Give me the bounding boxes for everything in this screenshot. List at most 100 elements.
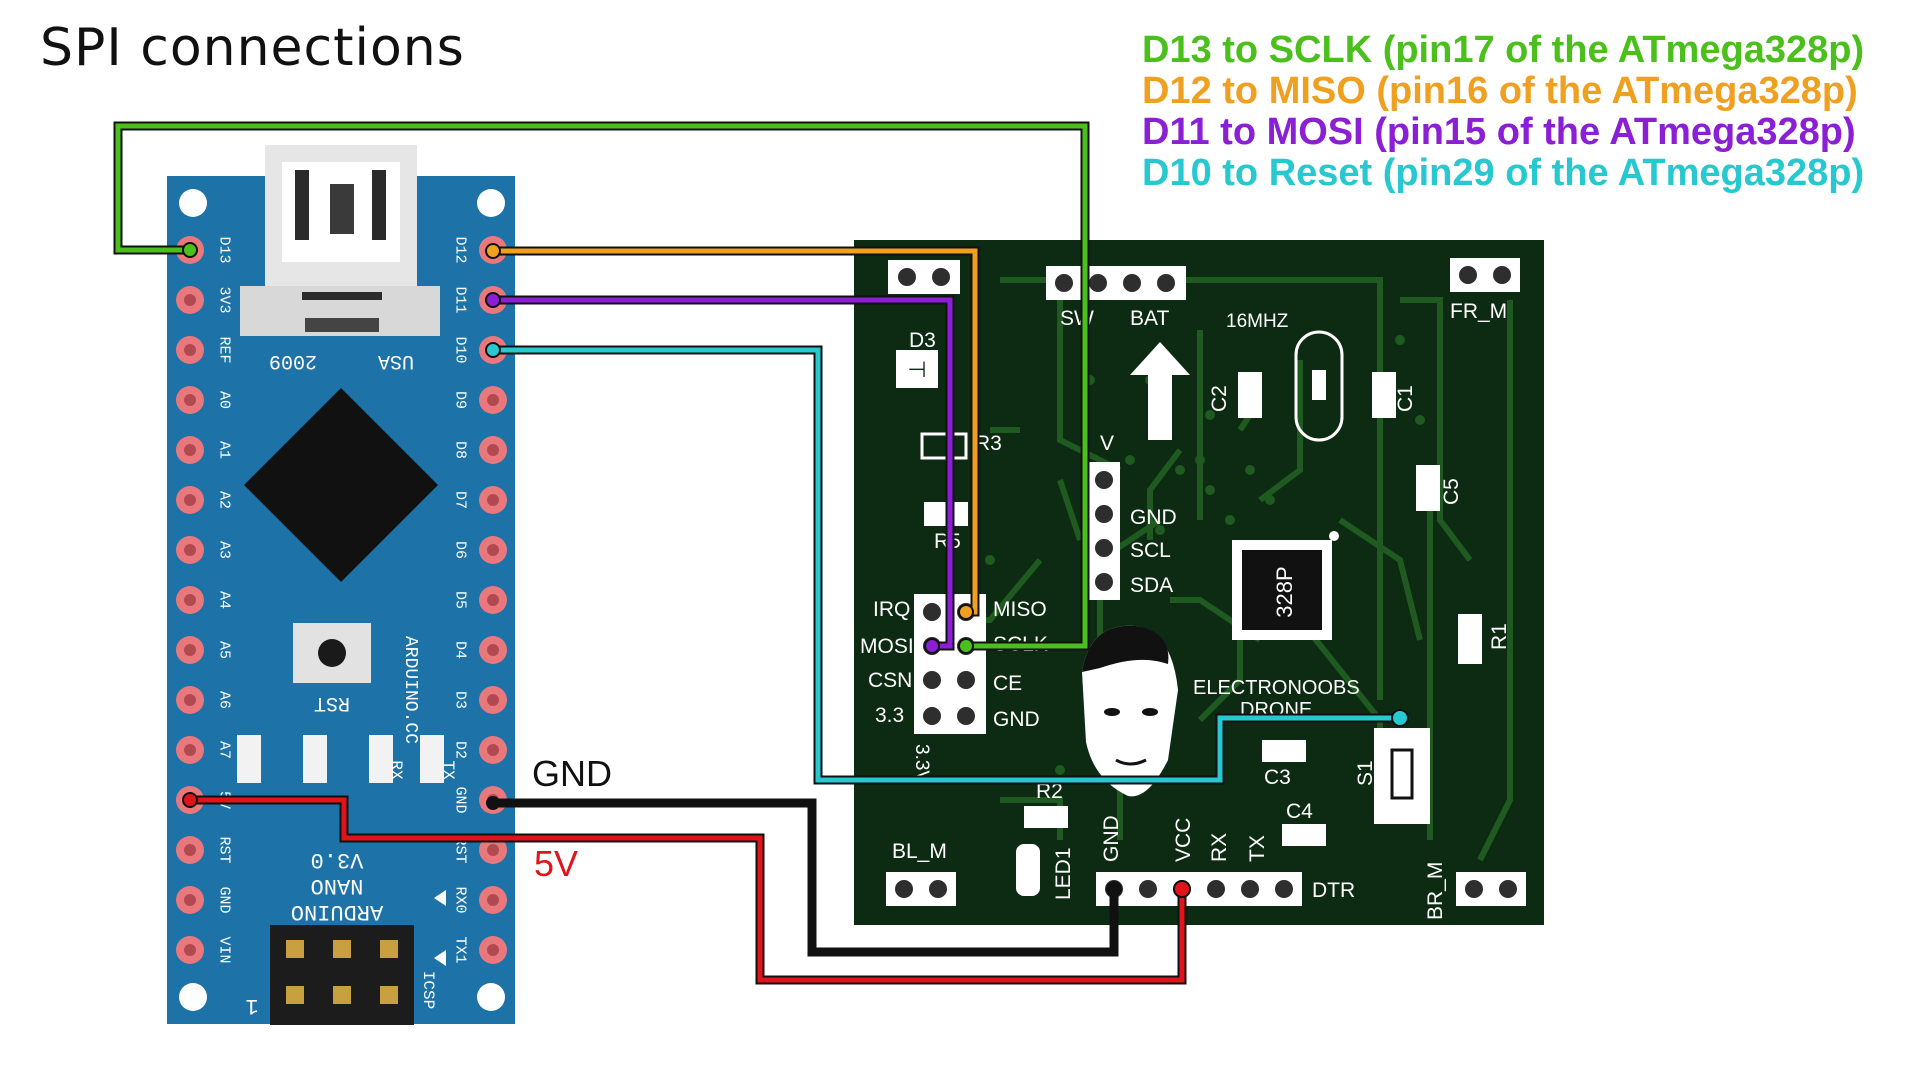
pcb-label-scl: SCL xyxy=(1130,539,1171,562)
nano-pin-label: D8 xyxy=(452,441,469,459)
nano-pin-left-a0: A0 xyxy=(176,386,233,414)
nano-pin-right-d4: D4 xyxy=(452,636,507,664)
nano-pin-left-a1: A1 xyxy=(176,436,233,464)
pcb-label-header-vcc: VCC xyxy=(1172,818,1195,862)
pcb-label-sda: SDA xyxy=(1130,574,1173,597)
pin-hole xyxy=(487,544,499,556)
nano-pin-left-a2: A2 xyxy=(176,486,233,514)
pcb-label-r2: R2 xyxy=(1036,780,1063,803)
nano-pin-left-gnd: GND xyxy=(176,886,233,914)
pin-hole xyxy=(487,594,499,606)
pin-hole xyxy=(184,944,196,956)
page-title: SPI connections xyxy=(40,18,465,78)
nano-label-icsp: ICSP xyxy=(419,971,437,1009)
nano-pin-label: GND xyxy=(216,886,233,913)
nano-label-v3: V3.0 xyxy=(311,847,364,872)
pin-hole xyxy=(184,594,196,606)
nano-pin-label: D7 xyxy=(452,491,469,509)
nano-pin-label: RST xyxy=(452,836,469,863)
pcb-label-header-gnd: GND xyxy=(1100,815,1123,862)
crystal-16mhz xyxy=(1294,330,1344,442)
pcb-label-led1: LED1 xyxy=(1052,847,1075,900)
label-gnd: GND xyxy=(532,753,612,794)
header-ftdi xyxy=(1096,872,1302,906)
pcb-label-16mhz: 16MHZ xyxy=(1226,311,1289,332)
nano-pin-right-d8: D8 xyxy=(452,436,507,464)
pin-hole xyxy=(184,444,196,456)
nano-pin-label: 3V3 xyxy=(216,286,233,313)
nano-pin-label: D13 xyxy=(216,236,233,263)
pcb-label-c2: C2 xyxy=(1208,385,1231,412)
nano-pin-label: A1 xyxy=(216,441,233,459)
res-r1 xyxy=(1458,614,1482,664)
arrow-forward xyxy=(1130,342,1190,440)
pin-hole xyxy=(184,744,196,756)
svg-text:⊣: ⊣ xyxy=(907,358,926,383)
cap-c3 xyxy=(1262,740,1306,762)
pcb-label-brand: ELECTRONOOBS xyxy=(1193,677,1360,699)
pcb-label-s1: S1 xyxy=(1354,760,1377,786)
pcb-components: ⊣ 328P xyxy=(896,330,1482,896)
pcb-label-c1: C1 xyxy=(1394,385,1417,412)
nano-pin-left-vin: VIN xyxy=(176,936,233,964)
pin-hole xyxy=(184,694,196,706)
pcb-label-header-rx: RX xyxy=(1208,833,1231,862)
nano-pin-right-rx0: RX0 xyxy=(452,886,507,914)
nano-pin-label: D5 xyxy=(452,591,469,609)
nano-pin-label: A3 xyxy=(216,541,233,559)
nano-pin-right-d9: D9 xyxy=(452,386,507,414)
nano-pin-label: A7 xyxy=(216,741,233,759)
pcb-label-c4: C4 xyxy=(1286,800,1313,823)
nano-pin-label: D10 xyxy=(452,336,469,363)
led1 xyxy=(1016,844,1040,896)
pin-hole xyxy=(184,494,196,506)
pcb-label-gnd: GND xyxy=(1130,506,1177,529)
pcb-label-r3: R3 xyxy=(975,432,1002,455)
nano-pin-left-ref: REF xyxy=(176,336,233,364)
nano-pin-label: A6 xyxy=(216,691,233,709)
nano-pin-right-d2: D2 xyxy=(452,736,507,764)
nano-pin-left-a3: A3 xyxy=(176,536,233,564)
nano-label-usa: USA xyxy=(378,349,414,372)
pin-hole xyxy=(184,844,196,856)
nano-pin-label: D3 xyxy=(452,691,469,709)
nano-pin-label: GND xyxy=(452,786,469,813)
nano-label-brand: ARDUINO.CC xyxy=(400,636,420,744)
res-r2 xyxy=(1024,806,1068,828)
nano-pin-label: D4 xyxy=(452,641,469,659)
pin-hole xyxy=(184,544,196,556)
arduino-nano: 2009 USA RST ARDUINO.CC V3.0 NANO ARDUIN… xyxy=(167,145,515,1025)
nano-label-rst: RST xyxy=(314,691,350,714)
legend-item-sclk: D13 to SCLK (pin17 of the ATmega328p) xyxy=(1142,29,1865,71)
pin-hole xyxy=(184,894,196,906)
pin-hole xyxy=(487,894,499,906)
button-s1 xyxy=(1374,728,1430,824)
nano-pin-left-3v3: 3V3 xyxy=(176,286,233,314)
pin-hole xyxy=(487,744,499,756)
pcb-label-irq: IRQ xyxy=(873,598,910,621)
nano-pin-label: REF xyxy=(216,336,233,363)
nano-mcu xyxy=(244,388,438,582)
electronoobs-logo xyxy=(1082,625,1178,797)
cap-c2 xyxy=(1238,372,1262,418)
nano-label-rx: RX xyxy=(387,760,405,780)
usb-connector xyxy=(240,145,440,336)
pcb-label-r1: R1 xyxy=(1488,623,1511,650)
legend-item-miso: D12 to MISO (pin16 of the ATmega328p) xyxy=(1142,70,1858,112)
pin-hole xyxy=(487,644,499,656)
pin-hole xyxy=(184,294,196,306)
nano-pin-label: RX0 xyxy=(452,886,469,913)
wires: GND 5V xyxy=(113,121,1409,985)
pcb-label-3v3b: 3.3V xyxy=(911,744,932,783)
pin-hole xyxy=(184,344,196,356)
pin-hole xyxy=(184,644,196,656)
nano-pin-label: A0 xyxy=(216,391,233,409)
diode-d3 xyxy=(896,350,938,388)
pin-hole xyxy=(487,494,499,506)
pcb-label-br-m: BR_M xyxy=(1424,862,1447,920)
pcb-label-ce: CE xyxy=(993,672,1022,695)
pin-hole xyxy=(487,944,499,956)
pin-hole xyxy=(487,694,499,706)
wire-sclk xyxy=(113,121,1090,651)
